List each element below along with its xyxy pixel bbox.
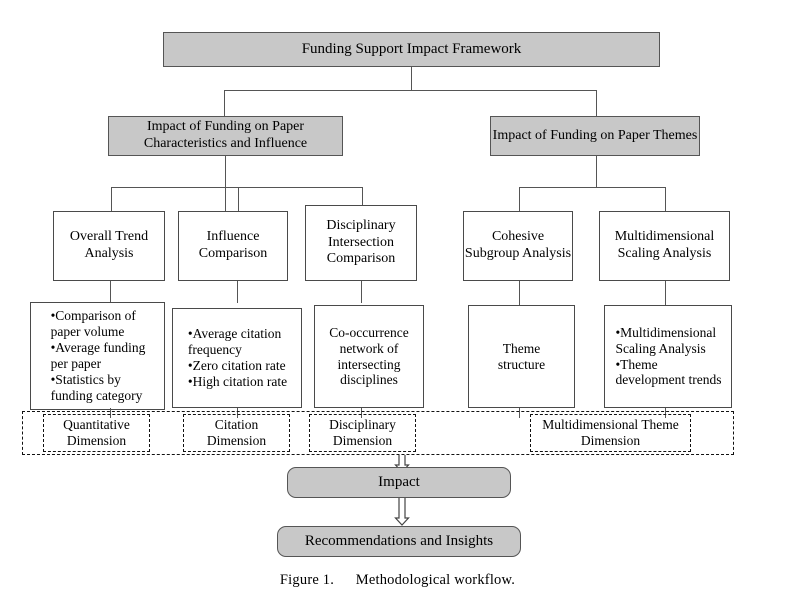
figure-caption: Figure 1. Methodological workflow. bbox=[0, 572, 795, 589]
detail-node-mds-outputs[interactable]: •Multidimensional Scaling Analysis •Them… bbox=[604, 305, 732, 408]
connector-disciplinary-down bbox=[361, 281, 363, 303]
outcome-node-label: Impact bbox=[378, 473, 420, 490]
analysis-node-label: Multidimensional Scaling Analysis bbox=[614, 229, 715, 261]
outcome-node-impact[interactable]: Impact bbox=[287, 467, 511, 498]
dimension-node-label: Disciplinary Dimension bbox=[329, 417, 396, 448]
branch-node-paper-characteristics[interactable]: Impact of Funding on Paper Characteristi… bbox=[108, 116, 343, 156]
connector-root-to-branch-right bbox=[596, 90, 598, 116]
figure-caption-label: Figure 1. bbox=[279, 572, 335, 588]
connector-mds-down bbox=[665, 281, 667, 306]
connector-to-disciplinary bbox=[362, 187, 364, 211]
root-node-funding-support-impact-framework[interactable]: Funding Support Impact Framework bbox=[163, 32, 660, 67]
analysis-node-label: Influence Comparison bbox=[198, 229, 268, 261]
connector-detail2-down bbox=[237, 408, 239, 418]
dimension-node-quantitative[interactable]: Quantitative Dimension bbox=[43, 414, 150, 452]
connector-branch-right-horizontal bbox=[519, 187, 666, 189]
detail-node-lines: Theme structure bbox=[497, 340, 546, 372]
detail-node-citation-metrics[interactable]: •Average citation frequency •Zero citati… bbox=[172, 308, 302, 408]
detail-node-quantitative-metrics[interactable]: •Comparison of paper volume •Average fun… bbox=[30, 302, 165, 410]
connector-cohesive-down bbox=[519, 281, 521, 306]
connector-to-cohesive bbox=[519, 187, 521, 211]
connector-to-mds bbox=[665, 187, 667, 211]
branch-node-label: Impact of Funding on Paper Characteristi… bbox=[143, 119, 308, 151]
outcome-node-label: Recommendations and Insights bbox=[304, 532, 494, 549]
connector-root-to-branch-left bbox=[224, 90, 226, 116]
dimension-group-container bbox=[22, 411, 734, 455]
connector-branch-left-down bbox=[225, 156, 227, 211]
connector-root-horizontal bbox=[224, 90, 597, 92]
analysis-node-label: Overall Trend Analysis bbox=[69, 229, 149, 261]
connector-overall-trend-down bbox=[110, 281, 112, 303]
detail-node-lines: •Average citation frequency •Zero citati… bbox=[187, 326, 288, 389]
connector-branch-right-down bbox=[596, 156, 598, 187]
figure-caption-text: Methodological workflow. bbox=[355, 572, 516, 588]
detail-node-lines: Co-occurrence network of intersecting di… bbox=[329, 324, 409, 388]
root-node-label: Funding Support Impact Framework bbox=[301, 40, 522, 57]
connector-branch-left-horizontal bbox=[111, 187, 363, 189]
connector-influence-down bbox=[237, 281, 239, 303]
analysis-node-label: Cohesive Subgroup Analysis bbox=[464, 229, 572, 261]
connector-detail3-down bbox=[361, 408, 363, 418]
connector-detail1-down bbox=[110, 408, 112, 418]
connector-detail4-down bbox=[519, 408, 521, 418]
connector-detail5-down bbox=[665, 408, 667, 418]
analysis-node-overall-trend-analysis[interactable]: Overall Trend Analysis bbox=[53, 211, 165, 281]
analysis-node-influence-comparison[interactable]: Influence Comparison bbox=[178, 211, 288, 281]
detail-node-theme-structure[interactable]: Theme structure bbox=[468, 305, 575, 408]
connector-root-down bbox=[411, 67, 413, 91]
dimension-node-label: Multidimensional Theme Dimension bbox=[542, 417, 679, 448]
analysis-node-disciplinary-intersection-comparison[interactable]: Disciplinary Intersection Comparison bbox=[305, 205, 417, 281]
arrow-impact-to-recommendations bbox=[394, 498, 410, 526]
analysis-node-multidimensional-scaling-analysis[interactable]: Multidimensional Scaling Analysis bbox=[599, 211, 730, 281]
branch-node-label: Impact of Funding on Paper Themes bbox=[492, 127, 698, 143]
dimension-node-citation[interactable]: Citation Dimension bbox=[183, 414, 290, 452]
branch-node-paper-themes[interactable]: Impact of Funding on Paper Themes bbox=[490, 116, 700, 156]
analysis-node-label: Disciplinary Intersection Comparison bbox=[326, 218, 396, 267]
dimension-node-multidimensional-theme[interactable]: Multidimensional Theme Dimension bbox=[530, 414, 691, 452]
detail-node-cooccurrence-network[interactable]: Co-occurrence network of intersecting di… bbox=[314, 305, 424, 408]
dimension-node-label: Citation Dimension bbox=[206, 417, 267, 448]
outcome-node-recommendations-and-insights[interactable]: Recommendations and Insights bbox=[277, 526, 521, 557]
detail-node-lines: •Comparison of paper volume •Average fun… bbox=[50, 308, 146, 403]
connector-to-overall-trend bbox=[111, 187, 113, 211]
detail-node-lines: •Multidimensional Scaling Analysis •Them… bbox=[615, 324, 722, 388]
analysis-node-cohesive-subgroup-analysis[interactable]: Cohesive Subgroup Analysis bbox=[463, 211, 573, 281]
dimension-node-disciplinary[interactable]: Disciplinary Dimension bbox=[309, 414, 416, 452]
dimension-node-label: Quantitative Dimension bbox=[63, 417, 130, 448]
connector-to-influence bbox=[238, 187, 240, 211]
